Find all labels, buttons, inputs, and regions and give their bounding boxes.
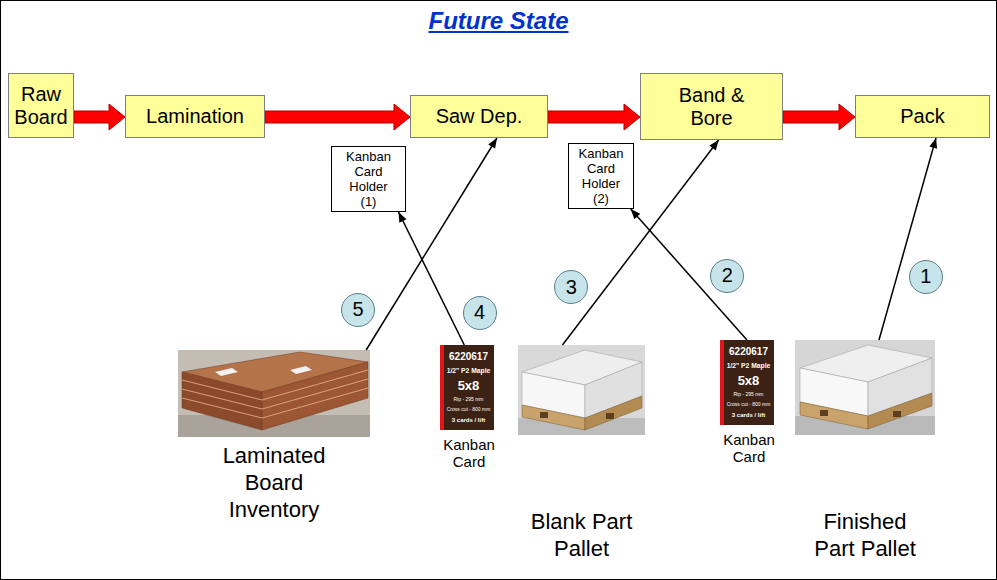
callout-number: 4 — [463, 296, 497, 330]
card-text: Rip - 295 mm — [453, 397, 483, 403]
process-box: Pack — [855, 95, 990, 138]
process-box: Saw Dep. — [410, 95, 548, 138]
flow-arrow — [74, 104, 125, 130]
arrow-head — [488, 138, 497, 149]
callout-number: 3 — [554, 270, 588, 304]
callout-number: 2 — [710, 259, 744, 293]
card-text: Cross cut - 800 mm — [447, 407, 491, 413]
card-text: Rip - 295 mm — [733, 392, 763, 398]
callout-number: 5 — [341, 293, 375, 327]
laminated-board-photo — [178, 350, 370, 437]
process-box: Band & Bore — [640, 73, 783, 140]
arrow-head — [399, 212, 407, 223]
process-box: Raw Board — [8, 73, 74, 138]
diagram-title: Future State — [0, 6, 997, 36]
box-label: Lamination — [146, 105, 244, 128]
connector-line — [631, 209, 747, 340]
card-text: 5x8 — [458, 379, 480, 393]
card-caption: Kanban Card — [436, 436, 502, 470]
kanban-link — [631, 209, 747, 340]
box-label: Saw Dep. — [436, 105, 523, 128]
connector-line — [879, 138, 936, 340]
arrow-head — [631, 209, 641, 219]
card-text: 5x8 — [738, 374, 760, 388]
box-label: Pack — [900, 105, 944, 128]
blank-pallet-photo — [518, 345, 645, 435]
block-arrow — [783, 104, 855, 130]
process-box: Lamination — [125, 95, 265, 138]
card-caption: Kanban Card — [716, 431, 782, 465]
block-arrow — [265, 104, 410, 130]
photo-caption: Blank Part Pallet — [522, 508, 642, 562]
flow-arrow — [548, 104, 640, 130]
card-text: 6220617 — [729, 346, 768, 357]
photo-caption: Laminated Board Inventory — [218, 442, 330, 523]
kanban-link — [562, 140, 718, 345]
kanban-card: 6220617 1/2" P2 Maple 5x8Rip - 295 mm Cross… — [720, 340, 774, 425]
connector-line — [562, 140, 718, 345]
kanban-card: 6220617 1/2" P2 Maple 5x8Rip - 295 mm Cross… — [440, 345, 494, 430]
arrow-head — [929, 138, 937, 149]
kanban-link — [399, 212, 465, 345]
photo-item: Blank Part Pallet — [518, 345, 645, 435]
box-label: Raw Board — [13, 83, 69, 129]
box-label: Band & Bore — [667, 84, 757, 130]
card-text: Cross cut - 800 mm — [727, 402, 771, 408]
block-arrow — [548, 104, 640, 130]
holder-label: Kanban Card Holder (1) — [341, 149, 397, 209]
photo-caption: Finished Part Pallet — [805, 508, 925, 562]
holder-label: Kanban Card Holder (2) — [573, 146, 629, 206]
kanban-holder-box: Kanban Card Holder (1) — [331, 146, 406, 212]
photo-item: Laminated Board Inventory — [178, 350, 370, 437]
callout-number: 1 — [909, 260, 943, 294]
flow-arrow — [265, 104, 410, 130]
arrow-head — [709, 140, 718, 150]
connector-line — [399, 212, 465, 345]
photo-item: Finished Part Pallet — [795, 340, 935, 435]
finished-pallet-photo — [795, 340, 935, 435]
flow-arrow — [783, 104, 855, 130]
card-text: 6220617 — [449, 351, 488, 362]
card-text: 3 cards / lift — [732, 412, 765, 419]
kanban-holder-box: Kanban Card Holder (2) — [568, 143, 634, 209]
block-arrow — [74, 104, 125, 130]
card-text: 1/2" P2 Maple — [727, 362, 771, 369]
card-text: 3 cards / lift — [452, 417, 485, 424]
card-text: 1/2" P2 Maple — [447, 367, 491, 374]
kanban-link — [879, 138, 937, 340]
